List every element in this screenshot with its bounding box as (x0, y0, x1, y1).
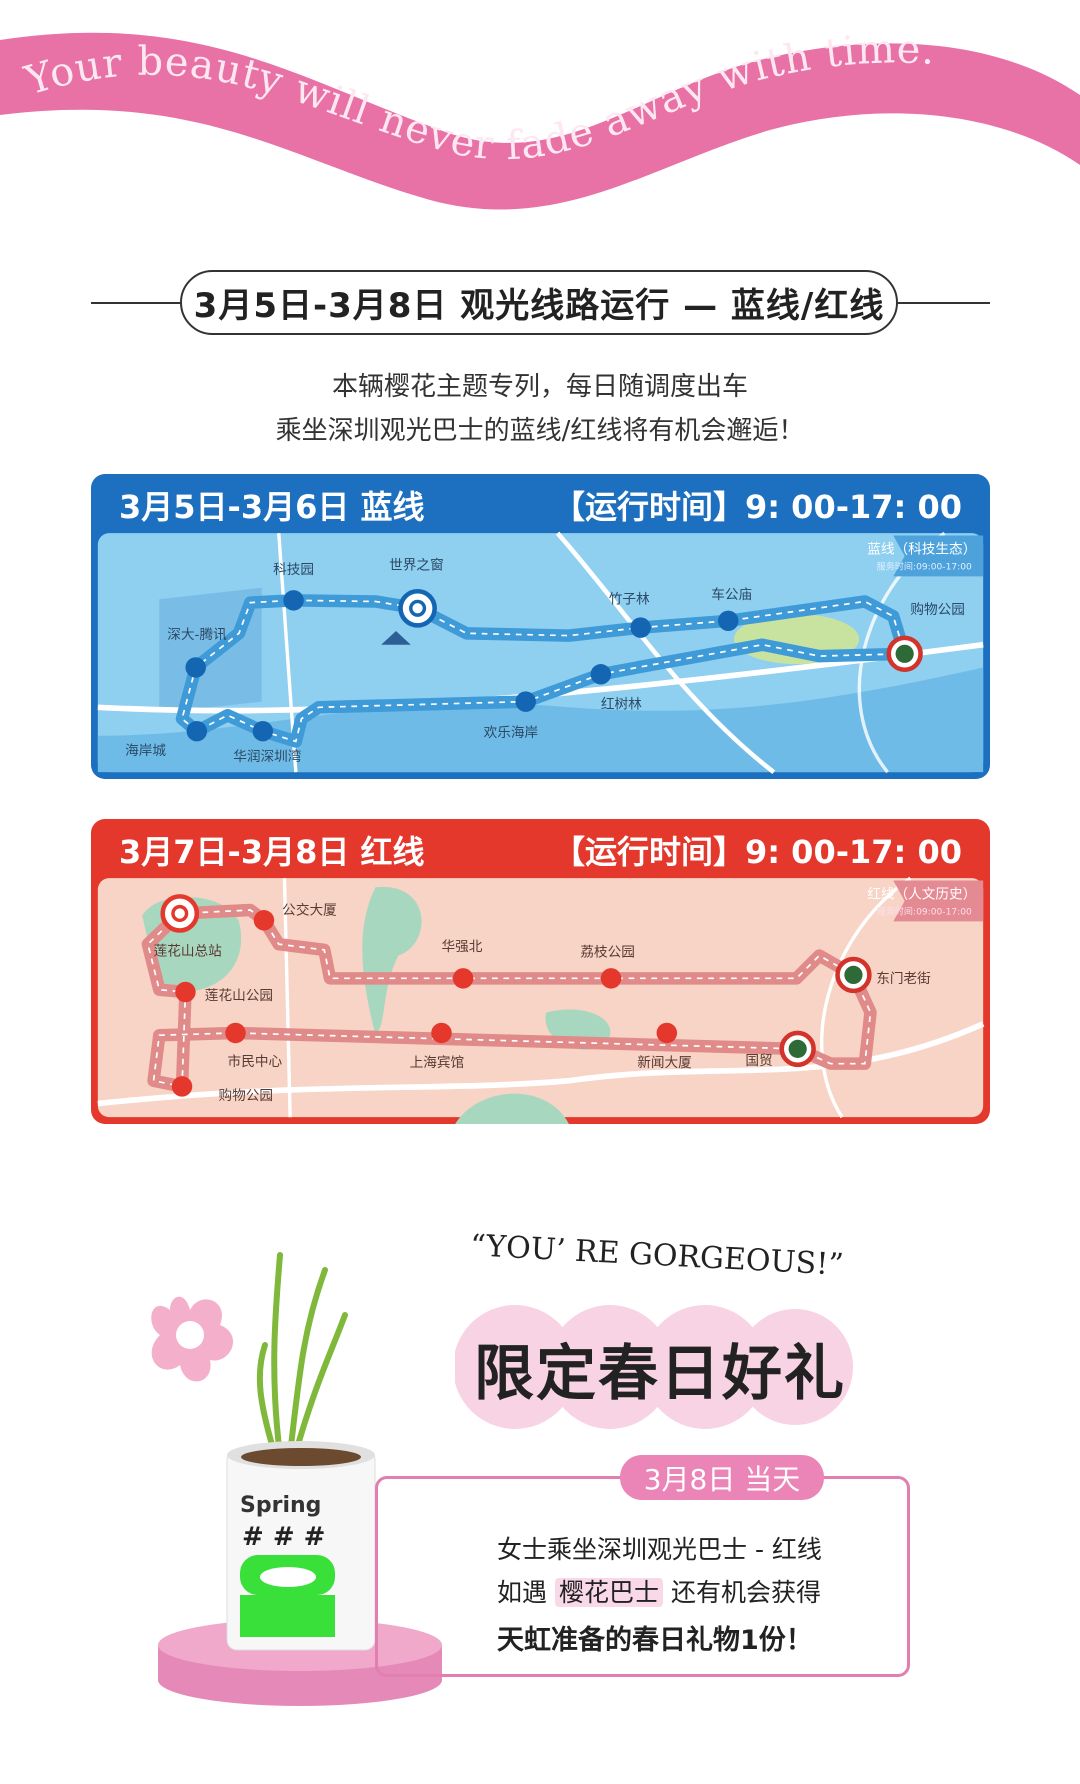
blue-line-card: 蓝线（科技生态） 服务时间:09:00-17:00 深大-腾讯 科技园 世界之窗竹子… (91, 474, 990, 779)
station-marker (253, 910, 275, 931)
station-label: 世界之窗 (389, 557, 444, 574)
section-title: 3月5日-3月8日 观光线路运行 — 蓝线/红线 (180, 270, 898, 335)
station-marker (283, 590, 304, 611)
blue-date-label: 3月5日-3月6日 蓝线 (119, 488, 425, 526)
station-label: 公交大厦 (282, 902, 337, 919)
red-card-header: 3月7日-3月8日 红线 【运行时间】9: 00-17: 00 (91, 819, 990, 881)
station-marker (431, 1022, 452, 1044)
red-line-card: 红线（人文历史） 服务时间:09:00-17:00 莲花山总站 公交大厦华强北 荔枝… (91, 819, 990, 1124)
gift-line-1: 女士乘坐深圳观光巴士 - 红线 (497, 1535, 822, 1564)
red-hours-label: 【运行时间】9: 00-17: 00 (552, 833, 962, 871)
station-marker (630, 617, 651, 638)
station-label: 莲花山公园 (205, 988, 273, 1004)
blue-line-map: 蓝线（科技生态） 服务时间:09:00-17:00 深大-腾讯 科技园 世界之窗竹子… (97, 531, 984, 774)
station-marker (590, 664, 612, 685)
blue-badge-hours: 服务时间:09:00-17:00 (877, 561, 972, 573)
terminal-station-marker (398, 588, 437, 628)
blue-badge-title: 蓝线（科技生态） (867, 542, 976, 558)
red-badge-title: 红线（人文历史） (867, 887, 976, 903)
plant-leaves (256, 1252, 348, 1458)
red-date-label: 3月7日-3月8日 红线 (119, 833, 425, 871)
station-label: 东门老街 (876, 971, 931, 987)
station-marker (186, 720, 208, 742)
intro-line-1: 本辆樱花主题专列，每日随调度出车 (331, 372, 748, 402)
terminal-station-marker (160, 894, 200, 933)
sakura-bus-highlight: 樱花巴士 (554, 1578, 663, 1607)
gift-line-3: 天虹准备的春日礼物1份！ (497, 1625, 813, 1656)
gift-line-2: 如遇 樱花巴士 还有机会获得 (497, 1573, 821, 1609)
plant-can-illustration: Spring # # # (151, 1252, 442, 1706)
gorgeous-tagline: “YOU’ RE GORGEOUS!” (469, 1228, 845, 1283)
station-label: 深大-腾讯 (167, 626, 227, 643)
title-rule-left (91, 302, 182, 304)
gift-line-2-post: 还有机会获得 (670, 1578, 821, 1607)
title-rule-right (896, 302, 990, 304)
station-label: 购物公园 (218, 1088, 273, 1104)
gift-line-2-pre: 如遇 (497, 1578, 548, 1607)
station-marker (252, 720, 274, 742)
station-label: 购物公园 (910, 602, 965, 618)
intro-line-2: 乘坐深圳观光巴士的蓝线/红线将有机会邂逅！ (275, 416, 805, 446)
station-label: 国贸 (745, 1053, 772, 1069)
station-label: 红树林 (601, 696, 642, 712)
can-label: Spring (240, 1493, 321, 1518)
station-marker (452, 968, 474, 989)
station-marker (171, 1076, 193, 1097)
blue-hours-label: 【运行时间】9: 00-17: 00 (552, 488, 962, 526)
gift-title: 限定春日好礼 (474, 1338, 846, 1409)
station-label: 欢乐海岸 (484, 725, 539, 741)
station-label: 华润深圳湾 (233, 748, 302, 765)
station-label: 竹子林 (609, 592, 650, 608)
svg-text:# # #: # # # (242, 1522, 325, 1552)
day-badge: 3月8日 当天 (620, 1455, 824, 1500)
station-marker (656, 1022, 678, 1044)
red-badge-hours: 服务时间:09:00-17:00 (877, 906, 972, 918)
station-marker (600, 968, 622, 989)
station-label: 新闻大厦 (637, 1055, 692, 1071)
station-marker (175, 981, 196, 1003)
blue-card-header: 3月5日-3月6日 蓝线 【运行时间】9: 00-17: 00 (91, 474, 990, 536)
station-label: 市民中心 (228, 1053, 283, 1070)
station-label: 荔枝公园 (580, 945, 635, 961)
station-label: 科技园 (273, 562, 314, 578)
station-label: 上海宾馆 (410, 1055, 465, 1071)
wave-banner: Your beauty will never fade away with ti… (0, 26, 1080, 210)
title-bubbles (455, 1305, 853, 1429)
station-marker (225, 1022, 246, 1044)
station-marker (718, 610, 739, 632)
station-label: 海岸城 (125, 743, 166, 759)
station-marker (515, 691, 536, 712)
station-marker (185, 657, 206, 678)
station-label: 莲花山总站 (154, 944, 223, 960)
station-label: 车公庙 (711, 586, 752, 603)
station-label: 华强北 (441, 939, 482, 955)
